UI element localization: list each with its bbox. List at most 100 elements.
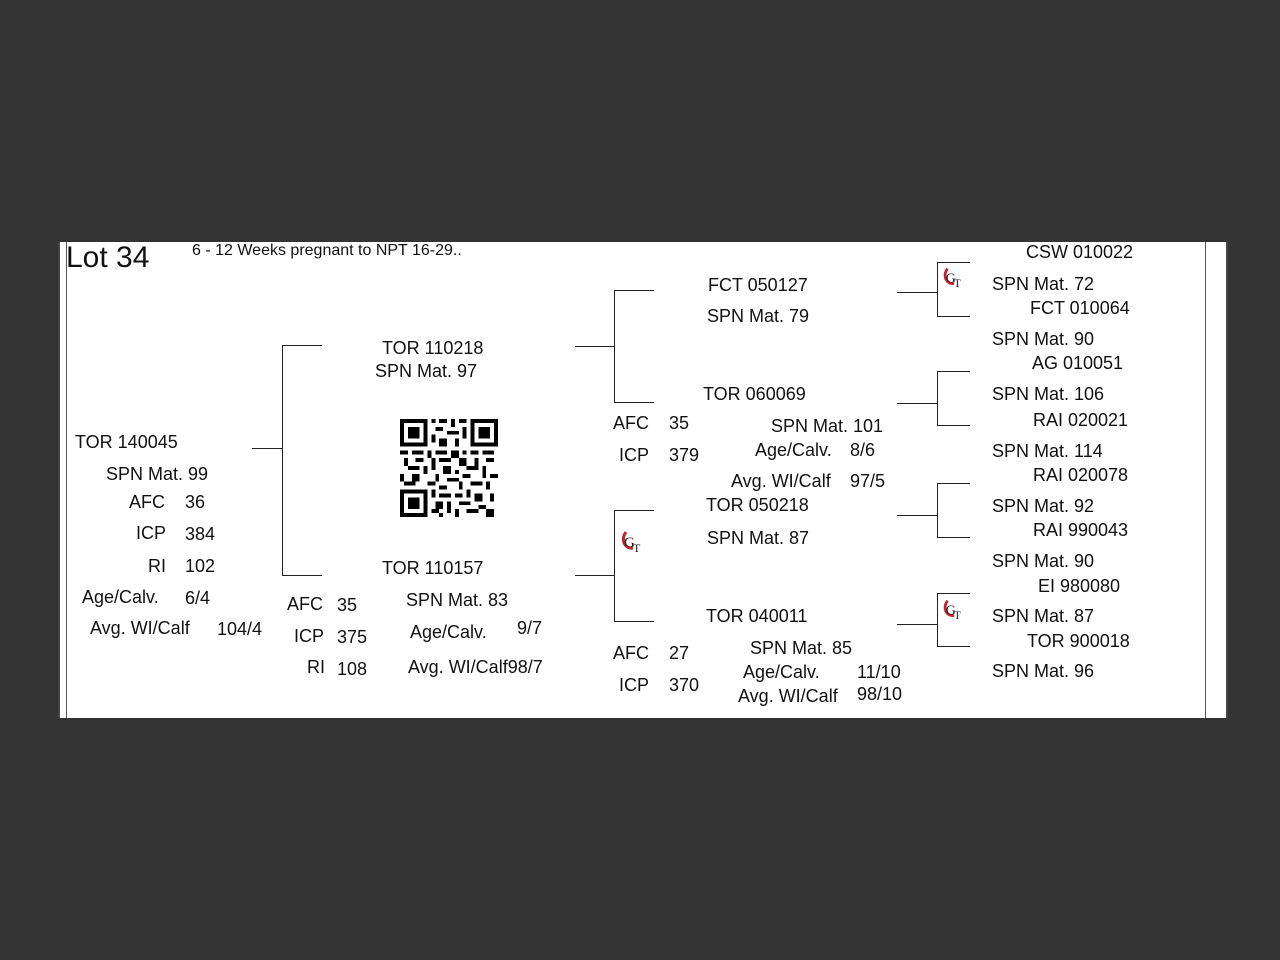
- bracket-line: [937, 593, 938, 647]
- bracket-line: [575, 575, 615, 576]
- bracket-line: [937, 646, 970, 647]
- gen4-spn: SPN Mat. 90: [992, 551, 1095, 571]
- sd-spn: SPN Mat. 101: [771, 416, 884, 436]
- dam-avgwi: Avg. WI/Calf98/7: [408, 657, 543, 677]
- dam-afc-value: 35: [337, 595, 358, 615]
- bracket-line: [937, 371, 970, 372]
- dam-id: TOR 110157: [382, 558, 484, 578]
- dd-agecalv-label: Age/Calv.: [743, 662, 820, 682]
- bracket-line: [937, 593, 970, 594]
- gen4-spn: SPN Mat. 90: [992, 329, 1095, 349]
- sheet-border-left: [66, 242, 67, 718]
- ss-id: FCT 050127: [708, 275, 808, 295]
- animal-avgwi-label: Avg. WI/Calf: [90, 618, 190, 638]
- bracket-line: [897, 515, 938, 516]
- dd-afc-label: AFC: [613, 643, 649, 663]
- gen4-id: EI 980080: [1038, 576, 1121, 596]
- dam-ri-label: RI: [307, 657, 325, 677]
- sd-afc-value: 35: [669, 413, 690, 433]
- ds-spn: SPN Mat. 87: [707, 528, 810, 548]
- sd-avgwi-label: Avg. WI/Calf: [731, 471, 831, 491]
- dd-spn: SPN Mat. 85: [750, 638, 853, 658]
- bracket-line: [897, 403, 938, 404]
- bracket-line: [614, 290, 654, 291]
- gen4-spn: SPN Mat. 72: [992, 274, 1095, 294]
- svg-text:T: T: [954, 610, 961, 621]
- breeder-logo-icon: G T: [621, 531, 641, 554]
- sd-afc-label: AFC: [613, 413, 649, 433]
- animal-ri-value: 102: [185, 556, 216, 576]
- bracket-line: [614, 290, 615, 403]
- bracket-line: [614, 402, 654, 403]
- animal-afc-value: 36: [185, 492, 206, 512]
- bracket-line: [282, 575, 322, 576]
- lot-title: Lot 34: [66, 241, 150, 274]
- gen4-spn: SPN Mat. 106: [992, 384, 1105, 404]
- pedigree-sheet: [58, 242, 1228, 718]
- dd-icp-label: ICP: [619, 675, 650, 695]
- animal-ri-label: RI: [148, 556, 166, 576]
- dam-afc-label: AFC: [287, 594, 323, 614]
- sd-avgwi-value: 97/5: [850, 471, 886, 491]
- bracket-line: [614, 510, 654, 511]
- dam-ri-value: 108: [337, 659, 368, 679]
- sd-id: TOR 060069: [703, 384, 806, 404]
- svg-text:T: T: [954, 278, 961, 289]
- animal-agecalv-label: Age/Calv.: [82, 587, 159, 607]
- svg-text:G: G: [624, 535, 635, 551]
- qr-code-icon: [400, 419, 498, 517]
- gen4-id: TOR 900018: [1027, 631, 1130, 651]
- gen4-spn: SPN Mat. 114: [992, 441, 1103, 461]
- bracket-line: [937, 537, 970, 538]
- ds-id: TOR 050218: [706, 495, 809, 515]
- bracket-line: [282, 345, 322, 346]
- animal-avgwi-value: 104/4: [217, 619, 263, 639]
- bracket-line: [937, 316, 970, 317]
- bracket-line: [614, 510, 615, 622]
- gen4-spn: SPN Mat. 87: [992, 606, 1095, 626]
- bracket-line: [937, 262, 938, 317]
- sire-id: TOR 110218: [382, 338, 484, 358]
- pregnancy-note: 6 - 12 Weeks pregnant to NPT 16-29..: [192, 242, 462, 259]
- animal-agecalv-value: 6/4: [185, 588, 211, 608]
- dd-avgwi-label: Avg. WI/Calf: [738, 686, 838, 706]
- sd-icp-value: 379: [669, 445, 700, 465]
- ss-spn: SPN Mat. 79: [707, 306, 810, 326]
- dam-icp-label: ICP: [294, 626, 325, 646]
- bracket-line: [937, 483, 970, 484]
- svg-text:G: G: [946, 603, 956, 618]
- gen4-id: FCT 010064: [1030, 298, 1130, 318]
- animal-icp-label: ICP: [136, 523, 167, 543]
- svg-text:G: G: [946, 271, 956, 286]
- dd-afc-value: 27: [669, 643, 690, 663]
- animal-id: TOR 140045: [75, 432, 178, 452]
- breeder-logo-icon: G T: [943, 267, 961, 289]
- gen4-id: RAI 020078: [1033, 465, 1129, 485]
- bracket-line: [937, 371, 938, 426]
- dd-avgwi-value: 98/10: [857, 684, 903, 704]
- dd-agecalv-value: 11/10: [857, 662, 901, 682]
- sd-agecalv-label: Age/Calv.: [755, 440, 832, 460]
- dd-icp-value: 370: [669, 675, 700, 695]
- bracket-line: [897, 292, 938, 293]
- animal-spn: SPN Mat. 99: [106, 464, 209, 484]
- bracket-line: [575, 346, 615, 347]
- bracket-line: [252, 448, 283, 449]
- gen4-id: RAI 990043: [1033, 520, 1129, 540]
- bracket-line: [282, 345, 283, 576]
- sd-agecalv-value: 8/6: [850, 440, 876, 460]
- bracket-line: [614, 621, 654, 622]
- gen4-spn: SPN Mat. 92: [992, 496, 1095, 516]
- animal-icp-value: 384: [185, 524, 216, 544]
- bracket-line: [937, 425, 970, 426]
- bracket-line: [897, 624, 938, 625]
- bracket-line: [937, 483, 938, 538]
- gen4-id: AG 010051: [1032, 353, 1124, 373]
- svg-text:T: T: [633, 541, 641, 554]
- dam-icp-value: 375: [337, 627, 368, 647]
- dam-agecalv-label: Age/Calv.: [410, 622, 487, 642]
- gen4-id: RAI 020021: [1033, 410, 1129, 430]
- gen4-spn: SPN Mat. 96: [992, 661, 1095, 681]
- dam-spn: SPN Mat. 83: [406, 590, 509, 610]
- bracket-line: [937, 262, 970, 263]
